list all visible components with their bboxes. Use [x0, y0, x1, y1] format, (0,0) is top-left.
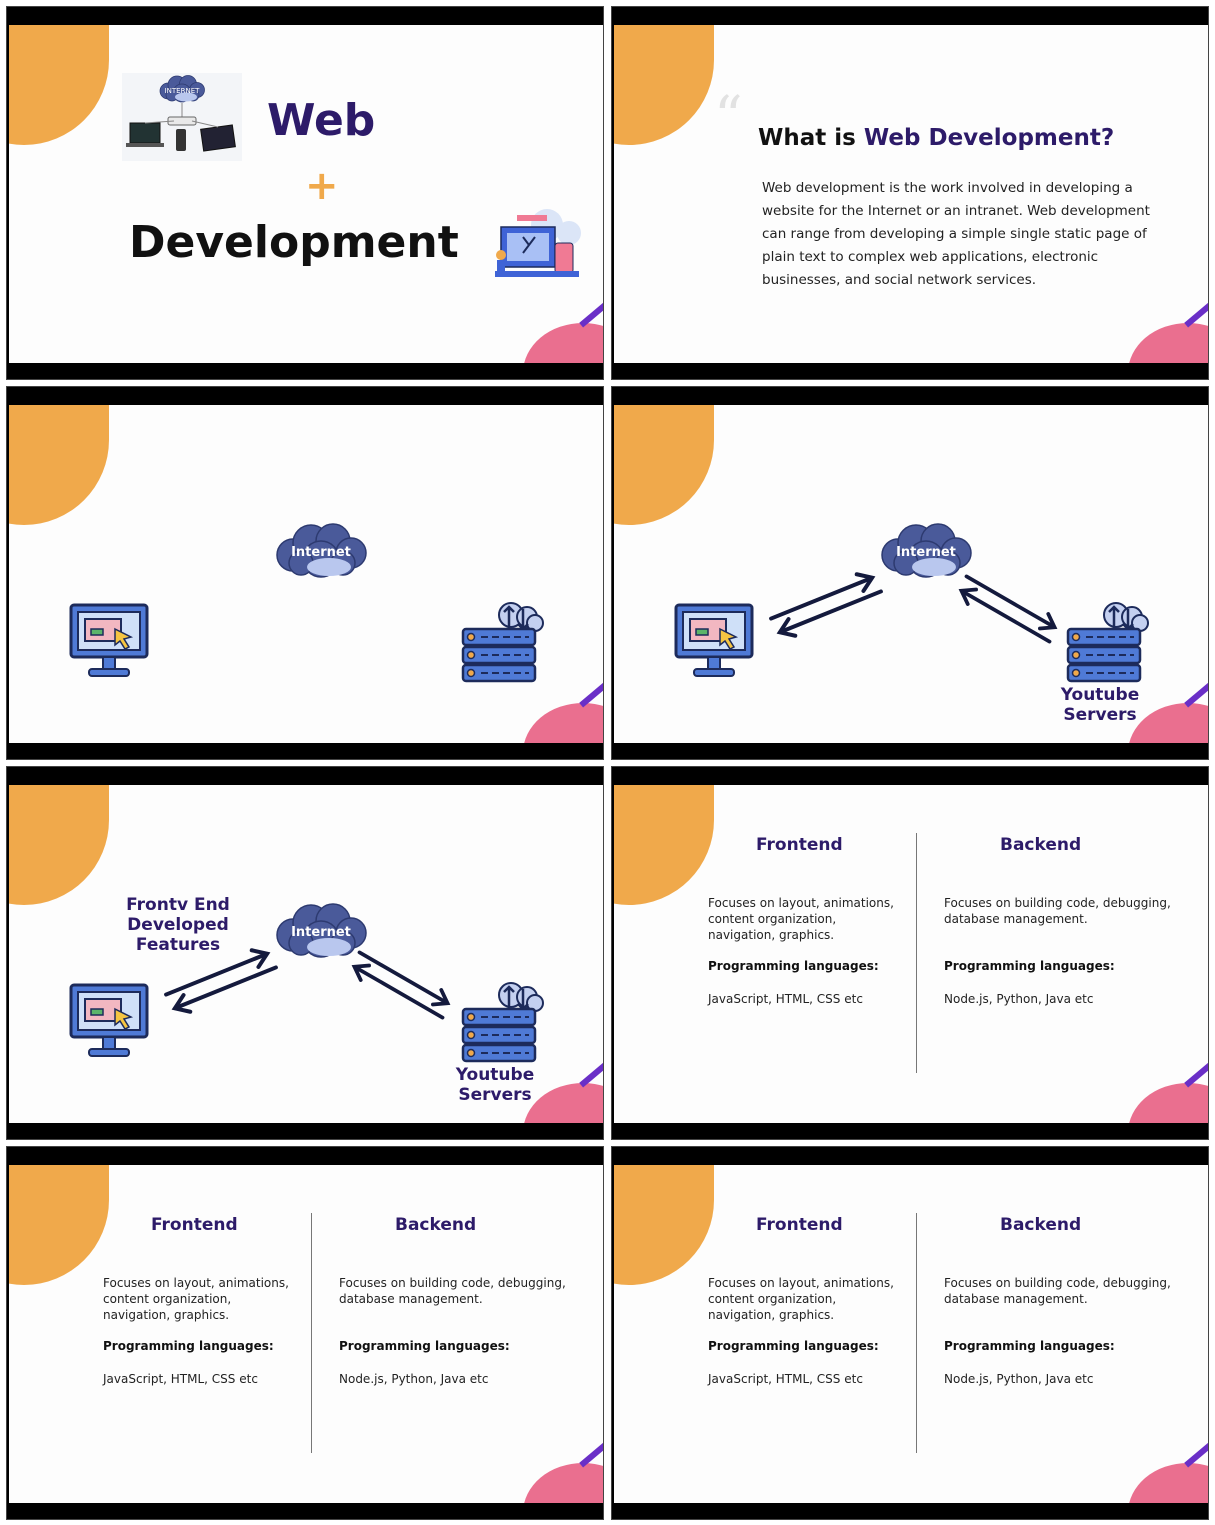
- slide-panel-7[interactable]: Frontend Backend Focuses on layout, anim…: [6, 1146, 604, 1520]
- backend-languages-label: Programming languages:: [944, 959, 1115, 973]
- pink-shape: [1128, 1463, 1208, 1503]
- column-divider: [311, 1213, 312, 1453]
- frontend-heading: Frontend: [756, 835, 843, 855]
- internet-label: Internet: [291, 545, 351, 560]
- servers-label-line2: Servers: [458, 1085, 532, 1105]
- frontend-label-line1: Frontv End: [126, 895, 230, 915]
- slide-panel-4[interactable]: Internet Youtube Servers: [611, 386, 1209, 760]
- frontend-label-line2: Developed: [127, 915, 229, 935]
- frontend-features-label: Frontv End Developed Features: [113, 895, 243, 955]
- definition-paragraph: Web development is the work involved in …: [762, 180, 1150, 288]
- heading-highlight: Web Development?: [863, 125, 1115, 151]
- slide-panel-8[interactable]: Frontend Backend Focuses on layout, anim…: [611, 1146, 1209, 1520]
- computer-monitor-icon: [69, 603, 149, 679]
- slide-panel-6[interactable]: Frontend Backend Focuses on layout, anim…: [611, 766, 1209, 1140]
- frontend-description: Focuses on layout, animations, content o…: [708, 1276, 894, 1322]
- computer-monitor-icon: [674, 603, 754, 679]
- slide-canvas: Frontv End Developed Features Internet Y…: [9, 785, 603, 1123]
- orange-shape: [9, 25, 109, 145]
- column-divider: [916, 1213, 917, 1453]
- column-divider: [916, 833, 917, 1073]
- slide-panel-2[interactable]: “ What is Web Development? Web developme…: [611, 6, 1209, 380]
- backend-languages-label: Programming languages:: [339, 1339, 510, 1353]
- pink-shape: [1128, 323, 1208, 363]
- heading-prefix: What is: [758, 125, 864, 151]
- slide-canvas: Frontend Backend Focuses on layout, anim…: [9, 1165, 603, 1503]
- pink-shape: [523, 703, 603, 743]
- orange-shape: [614, 785, 714, 905]
- double-arrow-icon: [343, 940, 460, 1031]
- internet-label: Internet: [291, 925, 351, 940]
- backend-languages: Node.js, Python, Java etc: [944, 1372, 1094, 1386]
- plus-sign: +: [305, 163, 339, 209]
- frontend-heading: Frontend: [151, 1215, 238, 1235]
- slide-canvas: Internet: [9, 405, 603, 743]
- backend-languages: Node.js, Python, Java etc: [339, 1372, 489, 1386]
- server-stack-icon: [461, 979, 547, 1063]
- double-arrow-icon: [950, 564, 1067, 655]
- title-web: Web: [267, 95, 376, 146]
- frontend-languages: JavaScript, HTML, CSS etc: [708, 992, 863, 1006]
- frontend-description: Focuses on layout, animations, content o…: [708, 896, 894, 942]
- servers-label-line1: Youtube: [455, 1065, 535, 1085]
- frontend-languages-label: Programming languages:: [708, 959, 879, 973]
- pink-shape: [1128, 1083, 1208, 1123]
- quote-mark-icon: “: [714, 85, 743, 150]
- frontend-heading: Frontend: [756, 1215, 843, 1235]
- slide-canvas: “ What is Web Development? Web developme…: [614, 25, 1208, 363]
- backend-description: Focuses on building code, debugging, dat…: [339, 1276, 566, 1306]
- servers-label-line2: Servers: [1063, 705, 1137, 725]
- internet-image-label: INTERNET: [165, 87, 201, 95]
- youtube-servers-label: Youtube Servers: [1050, 685, 1150, 725]
- slide-panel-3[interactable]: Internet: [6, 386, 604, 760]
- backend-heading: Backend: [1000, 1215, 1082, 1235]
- youtube-servers-label: Youtube Servers: [445, 1065, 545, 1105]
- slide-panel-1[interactable]: INTERNET Web + Development: [6, 6, 604, 380]
- frontend-languages-label: Programming languages:: [708, 1339, 879, 1353]
- double-arrow-icon: [763, 564, 889, 646]
- backend-heading: Backend: [395, 1215, 477, 1235]
- title-development: Development: [129, 217, 459, 268]
- frontend-description: Focuses on layout, animations, content o…: [103, 1276, 289, 1322]
- pink-shape: [523, 1463, 603, 1503]
- internet-devices-image: INTERNET: [122, 73, 242, 161]
- slide-canvas: Frontend Backend Focuses on layout, anim…: [614, 1165, 1208, 1503]
- internet-label: Internet: [896, 545, 956, 560]
- backend-description: Focuses on building code, debugging, dat…: [944, 896, 1171, 926]
- orange-shape: [614, 405, 714, 525]
- orange-shape: [9, 1165, 109, 1285]
- orange-shape: [614, 1165, 714, 1285]
- server-stack-icon: [1066, 599, 1152, 683]
- backend-description: Focuses on building code, debugging, dat…: [944, 1276, 1171, 1306]
- slide-panel-5[interactable]: Frontv End Developed Features Internet Y…: [6, 766, 604, 1140]
- servers-label-line1: Youtube: [1060, 685, 1140, 705]
- frontend-languages: JavaScript, HTML, CSS etc: [103, 1372, 258, 1386]
- orange-shape: [614, 25, 714, 145]
- frontend-label-line3: Features: [135, 935, 221, 955]
- pink-shape: [523, 323, 603, 363]
- frontend-languages-label: Programming languages:: [103, 1339, 274, 1353]
- slide-canvas: INTERNET Web + Development: [9, 25, 603, 363]
- frontend-languages: JavaScript, HTML, CSS etc: [708, 1372, 863, 1386]
- slide2-heading: What is Web Development?: [758, 125, 1114, 151]
- slide-canvas: Frontend Backend Focuses on layout, anim…: [614, 785, 1208, 1123]
- backend-heading: Backend: [1000, 835, 1082, 855]
- orange-shape: [9, 785, 109, 905]
- developer-illustration: [495, 209, 581, 277]
- server-stack-icon: [461, 599, 547, 683]
- backend-languages: Node.js, Python, Java etc: [944, 992, 1094, 1006]
- orange-shape: [9, 405, 109, 525]
- slide-canvas: Internet Youtube Servers: [614, 405, 1208, 743]
- computer-monitor-icon: [69, 983, 149, 1059]
- backend-languages-label: Programming languages:: [944, 1339, 1115, 1353]
